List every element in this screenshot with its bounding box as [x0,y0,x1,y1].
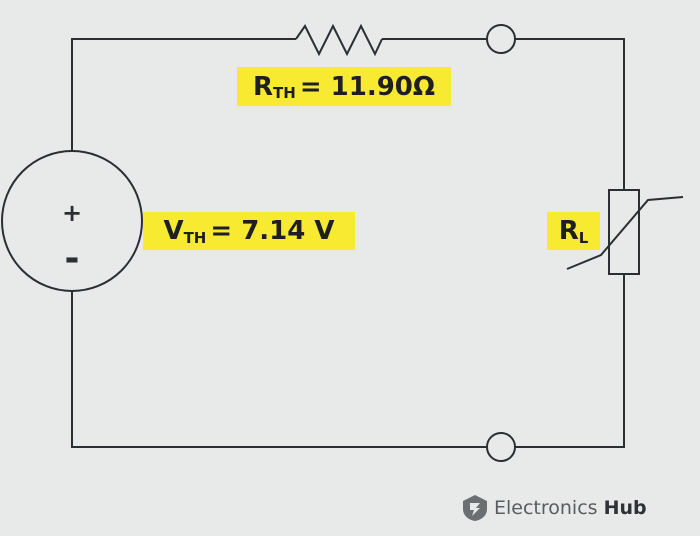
source-plus-sign: + [62,199,82,227]
electronics-hub-logo-icon [463,495,487,521]
electronics-hub-watermark: Electronics Hub [462,494,647,522]
rth-subscript: TH [273,84,296,102]
wire-top-left [71,38,296,151]
wire-right-bottom [515,274,625,448]
source-minus-sign: - [65,238,80,279]
load-resistor-body [608,189,640,275]
rth-symbol: R [252,71,274,102]
vth-value: = 7.14 V [210,216,335,246]
vth-symbol: V [163,216,184,246]
terminal-top [486,24,516,54]
load-resistor-arrow [566,196,684,270]
thevenin-resistor [295,23,383,57]
terminal-bottom [486,432,516,462]
voltage-source [1,150,143,292]
load-resistance-label: R L [547,212,600,250]
wire-right-top [515,38,625,190]
thevenin-resistance-label: R TH = 11.90Ω [237,67,451,106]
rl-symbol: R [558,216,579,246]
rth-value: = 11.90Ω [299,71,435,102]
vth-subscript: TH [183,228,207,247]
thevenin-voltage-label: V TH = 7.14 V [143,212,355,250]
brand-name-bold: Hub [603,497,647,519]
rl-subscript: L [578,228,589,247]
wire-bottom [71,291,487,448]
brand-name-light: Electronics [494,497,598,519]
